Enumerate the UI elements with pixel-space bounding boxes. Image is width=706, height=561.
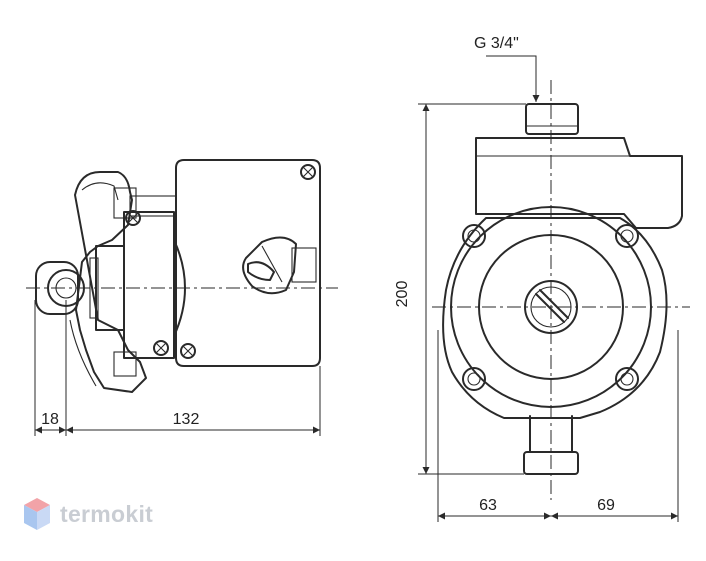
side-dimensions: 18 132 [34,300,321,436]
pump-rotor-cover [478,234,624,380]
front-bolt-bottom-right [615,367,639,391]
dim-right-half: 69 [597,497,615,514]
terminal-screw-bottom [180,343,196,359]
dim-height: 200 [394,281,411,308]
front-bolt-top-right [615,224,639,248]
volute-body [74,171,147,393]
front-view: G 3/4" 200 63 69 [394,35,690,522]
motor-block [123,211,175,359]
front-bolt-top-left [462,224,486,248]
terminal-box [175,159,321,367]
outlet-fitting [525,103,579,135]
pump-inner-ring [450,206,652,408]
thread-callout: G 3/4" [474,35,540,102]
dim-side-length: 132 [173,411,200,428]
side-view: 18 132 [26,159,338,436]
watermark-text: termokit [60,500,154,527]
watermark: termokit [22,496,153,532]
front-terminal-box [475,137,683,229]
front-bolt-bottom-left [462,367,486,391]
inlet-fitting [523,415,579,475]
height-dimension: 200 [394,103,526,475]
thread-label: G 3/4" [474,35,519,52]
side-bolt-bottom [153,340,169,356]
dim-inlet-offset: 18 [41,411,59,428]
dim-left-half: 63 [479,497,497,514]
terminal-screw-top [300,164,316,180]
width-dimensions: 63 69 [437,330,679,522]
pump-housing [442,217,668,419]
hexagon-cube-icon [24,498,50,530]
side-bolt-top [125,210,141,226]
rotor-cap [524,280,578,334]
cable-gland [242,236,317,295]
